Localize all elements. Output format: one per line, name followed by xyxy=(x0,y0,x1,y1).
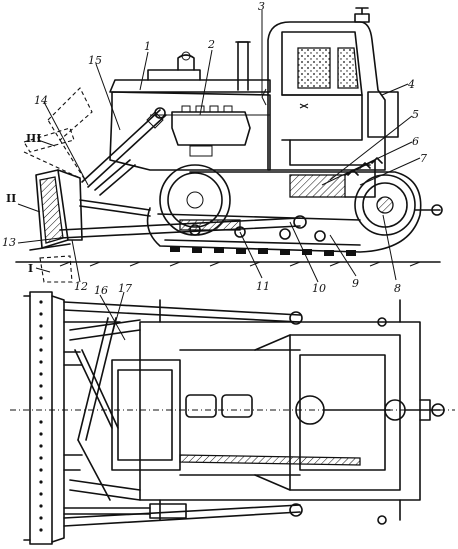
callout-16: 16 xyxy=(94,284,108,297)
blade-position-I: I xyxy=(28,262,33,275)
callout-5: 5 xyxy=(412,108,419,121)
tilt-cylinders xyxy=(63,321,187,519)
callout-4: 4 xyxy=(407,78,415,91)
push-frame xyxy=(59,199,307,239)
callout-1: 1 xyxy=(144,40,151,53)
blade xyxy=(29,169,83,251)
callout-9: 9 xyxy=(352,277,359,290)
leader-lines xyxy=(17,10,421,283)
drive-sprocket xyxy=(354,174,416,236)
callout-6: 6 xyxy=(412,135,419,148)
idler-wheel xyxy=(159,164,231,236)
callout-11: 11 xyxy=(256,280,270,293)
engine-hood xyxy=(109,41,271,171)
callout-labels: 1 2 3 4 5 6 7 8 9 10 11 12 13 14 15 16 1… xyxy=(2,0,427,297)
push-arms-top xyxy=(63,301,387,527)
rear-tank xyxy=(367,91,399,138)
callout-3: 3 xyxy=(258,0,265,13)
callout-7: 7 xyxy=(420,152,427,165)
tow-hook xyxy=(414,204,443,216)
callout-15: 15 xyxy=(88,54,102,67)
callout-10: 10 xyxy=(312,282,326,295)
callout-8: 8 xyxy=(394,282,401,295)
callout-17: 17 xyxy=(118,282,132,295)
side-view xyxy=(15,7,443,283)
blade-position-III: III xyxy=(26,132,41,145)
callout-2: 2 xyxy=(207,38,215,51)
callout-12: 12 xyxy=(74,280,88,293)
blade-position-alternates xyxy=(23,87,93,283)
lift-cylinder xyxy=(81,107,167,196)
blade-position-II: II xyxy=(6,192,16,205)
callout-13: 13 xyxy=(2,236,16,249)
tractor-body-top xyxy=(111,299,445,521)
track-assembly xyxy=(146,157,422,256)
operator-cab xyxy=(261,7,386,171)
blade-top xyxy=(23,291,65,545)
top-view xyxy=(10,291,455,545)
callout-14: 14 xyxy=(34,94,48,107)
